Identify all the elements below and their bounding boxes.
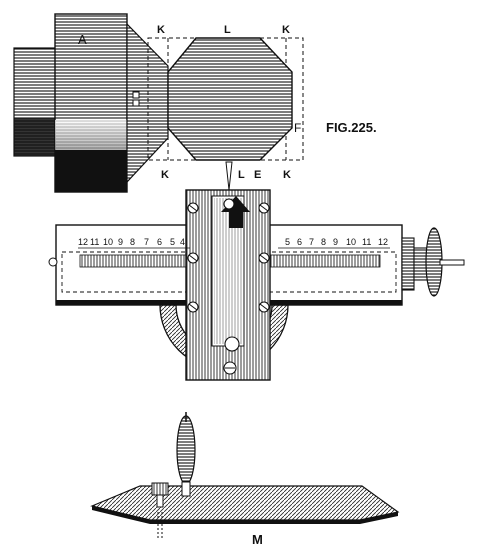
label-f: F — [294, 121, 301, 135]
scale-left-tick: 4 — [180, 237, 185, 247]
screws — [187, 198, 270, 375]
label-k-bottom-left: K — [161, 169, 169, 181]
knurled-screw — [151, 482, 169, 496]
scale-right-tick: 12 — [378, 237, 388, 247]
scale-left-tick: 5 — [170, 237, 175, 247]
cutter-head-view — [13, 13, 304, 193]
scale-right: 5 6 7 8 9 10 11 12 — [278, 237, 390, 249]
octagonal-nut — [167, 37, 293, 161]
scale-left-tick: 11 — [90, 237, 99, 247]
scale-left: 12 11 10 9 8 7 6 5 4 — [78, 237, 190, 249]
scale-left-tick: 8 — [130, 237, 135, 247]
label-e: E — [254, 169, 261, 181]
scale-right-tick: 5 — [285, 237, 290, 247]
scale-left-tick: 12 — [78, 237, 88, 247]
scale-right-tick: 9 — [333, 237, 338, 247]
scale-left-tick: 6 — [157, 237, 162, 247]
scale-right-tick: 10 — [346, 237, 356, 247]
scale-right-tick: 7 — [309, 237, 314, 247]
scale-left-tick: 10 — [103, 237, 113, 247]
scale-left-tick: 7 — [144, 237, 149, 247]
label-k-top-left: K — [157, 24, 165, 36]
label-k-bottom-right: K — [283, 169, 291, 181]
label-a: A — [78, 32, 87, 47]
scale-right-tick: 6 — [297, 237, 302, 247]
base-plate — [90, 485, 400, 521]
tool-m-view — [90, 412, 400, 540]
slide-rest-view — [48, 189, 465, 381]
label-l-top: L — [224, 24, 231, 36]
figure-caption: FIG.225. — [326, 120, 377, 135]
scale-left-tick: 9 — [118, 237, 123, 247]
scale-right-tick: 11 — [362, 237, 371, 247]
label-m: M — [252, 532, 263, 547]
upright-blade — [176, 415, 196, 485]
label-l-bottom: L — [238, 169, 245, 181]
lead-screw-right — [263, 254, 381, 268]
lead-screw-left — [79, 254, 189, 268]
label-k-top-right: K — [282, 24, 290, 36]
cutter-point — [225, 161, 233, 191]
scale-right-tick: 8 — [321, 237, 326, 247]
